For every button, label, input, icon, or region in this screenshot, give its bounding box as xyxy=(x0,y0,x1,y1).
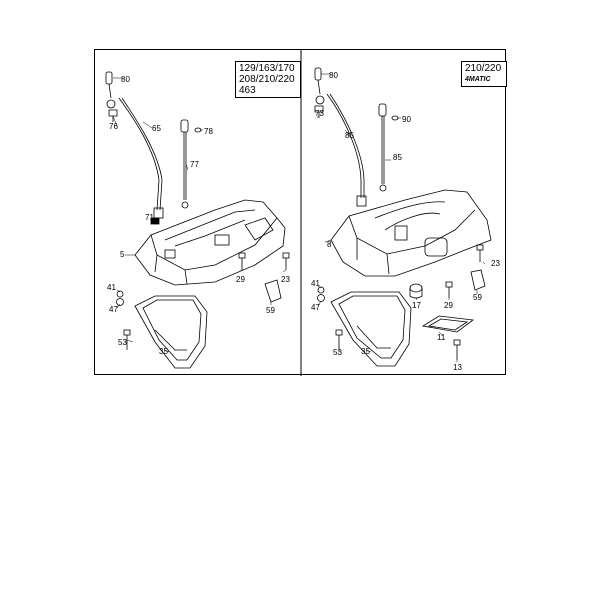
bolt-76 xyxy=(108,109,118,122)
label-41-right: 41 xyxy=(311,279,320,288)
cover-plate-11 xyxy=(421,315,475,333)
left-model-box: 129/163/170 208/210/220 463 xyxy=(235,61,301,98)
label-29-right: 29 xyxy=(444,301,453,310)
bolt-23-right xyxy=(476,244,484,262)
left-model-line-3: 463 xyxy=(239,85,256,96)
label-85-dipstick: 85 xyxy=(393,153,402,162)
left-panel-labels: 80 76 65 78 77 71 5 41 47 53 35 29 23 59 xyxy=(107,75,290,356)
right-model-line-1: 210/220 xyxy=(465,63,502,74)
label-65: 65 xyxy=(152,124,161,133)
label-71: 71 xyxy=(145,213,154,222)
right-model-box: 210/220 4MATIC xyxy=(461,61,507,87)
4matic-logo: 4MATIC xyxy=(465,76,491,83)
label-47: 47 xyxy=(109,305,118,314)
left-model-line-1: 129/163/170 xyxy=(239,63,295,74)
bracket-59-right xyxy=(470,269,486,291)
label-90: 90 xyxy=(402,115,411,124)
bracket-59 xyxy=(264,279,282,303)
left-panel xyxy=(105,71,290,369)
right-panel-labels: 80 73 85 90 85 8 23 41 47 17 29 59 11 13… xyxy=(311,71,500,372)
label-41: 41 xyxy=(107,283,116,292)
seal-ring-41 xyxy=(116,290,124,298)
label-29: 29 xyxy=(236,275,245,284)
bolt-13 xyxy=(453,339,461,360)
plug-17 xyxy=(409,283,423,299)
bolt-23 xyxy=(282,252,290,270)
label-11: 11 xyxy=(437,333,446,342)
bolt-29 xyxy=(238,252,246,270)
label-47-right: 47 xyxy=(311,303,320,312)
label-59: 59 xyxy=(266,306,275,315)
upper-oil-pan-right xyxy=(330,189,492,277)
seal-ring-41-right xyxy=(317,286,325,294)
dipstick-guide-tube xyxy=(105,71,164,219)
label-77: 77 xyxy=(190,160,199,169)
oil-dipstick xyxy=(180,119,189,209)
label-35-right: 35 xyxy=(361,347,370,356)
label-85-tube: 85 xyxy=(345,131,354,140)
oil-dipstick-right xyxy=(378,103,387,192)
label-80-right: 80 xyxy=(329,71,338,80)
bolt-29-right xyxy=(445,281,453,298)
bolt-73 xyxy=(314,105,324,118)
label-53: 53 xyxy=(118,338,127,347)
dipstick-guide-tube-right xyxy=(314,67,367,207)
label-80: 80 xyxy=(121,75,130,84)
label-13: 13 xyxy=(453,363,462,372)
parts-diagram: 80 76 65 78 77 71 5 41 47 53 35 29 23 59 xyxy=(94,49,507,376)
exploded-view-drawing: 80 76 65 78 77 71 5 41 47 53 35 29 23 59 xyxy=(105,50,500,376)
drain-plug-47 xyxy=(116,298,124,306)
right-panel xyxy=(314,67,492,367)
plug-71 xyxy=(150,217,160,225)
label-78: 78 xyxy=(204,127,213,136)
lower-oil-pan xyxy=(134,295,208,369)
label-8: 8 xyxy=(327,240,332,249)
label-53-right: 53 xyxy=(333,348,342,357)
lower-oil-pan-right xyxy=(330,291,412,367)
label-35: 35 xyxy=(159,347,168,356)
label-59-right: 59 xyxy=(473,293,482,302)
label-5: 5 xyxy=(120,250,125,259)
label-17: 17 xyxy=(412,301,421,310)
bolt-53-right xyxy=(335,329,343,350)
label-23-right: 23 xyxy=(491,259,500,268)
upper-oil-pan xyxy=(134,199,286,286)
label-76: 76 xyxy=(109,122,118,131)
left-model-line-2: 208/210/220 xyxy=(239,74,295,85)
bolt-53 xyxy=(123,329,131,350)
label-23: 23 xyxy=(281,275,290,284)
drain-plug-47-right xyxy=(317,294,325,302)
label-73: 73 xyxy=(315,109,324,118)
